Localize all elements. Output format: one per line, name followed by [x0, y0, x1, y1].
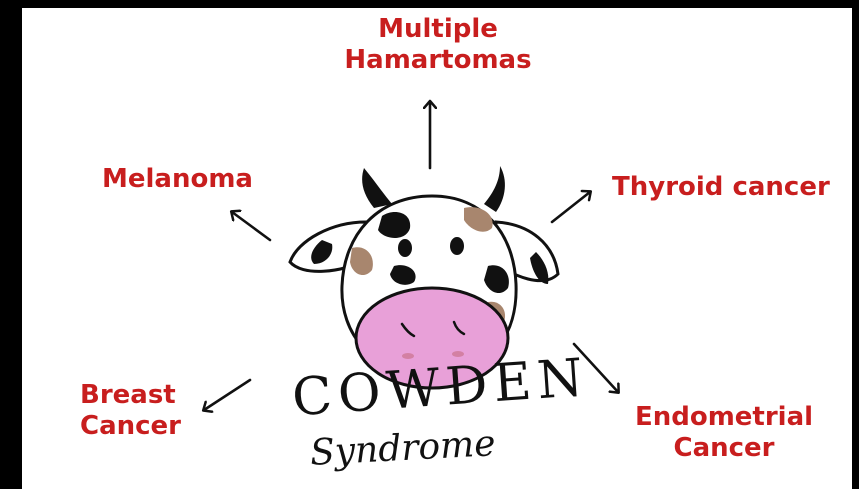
arrow-upper-left-icon	[232, 212, 270, 240]
arrow-lower-left-icon	[204, 380, 250, 410]
diagram-canvas: Multiple Hamartomas Melanoma Thyroid can…	[22, 8, 852, 489]
arrow-upper-right-icon	[552, 192, 590, 222]
